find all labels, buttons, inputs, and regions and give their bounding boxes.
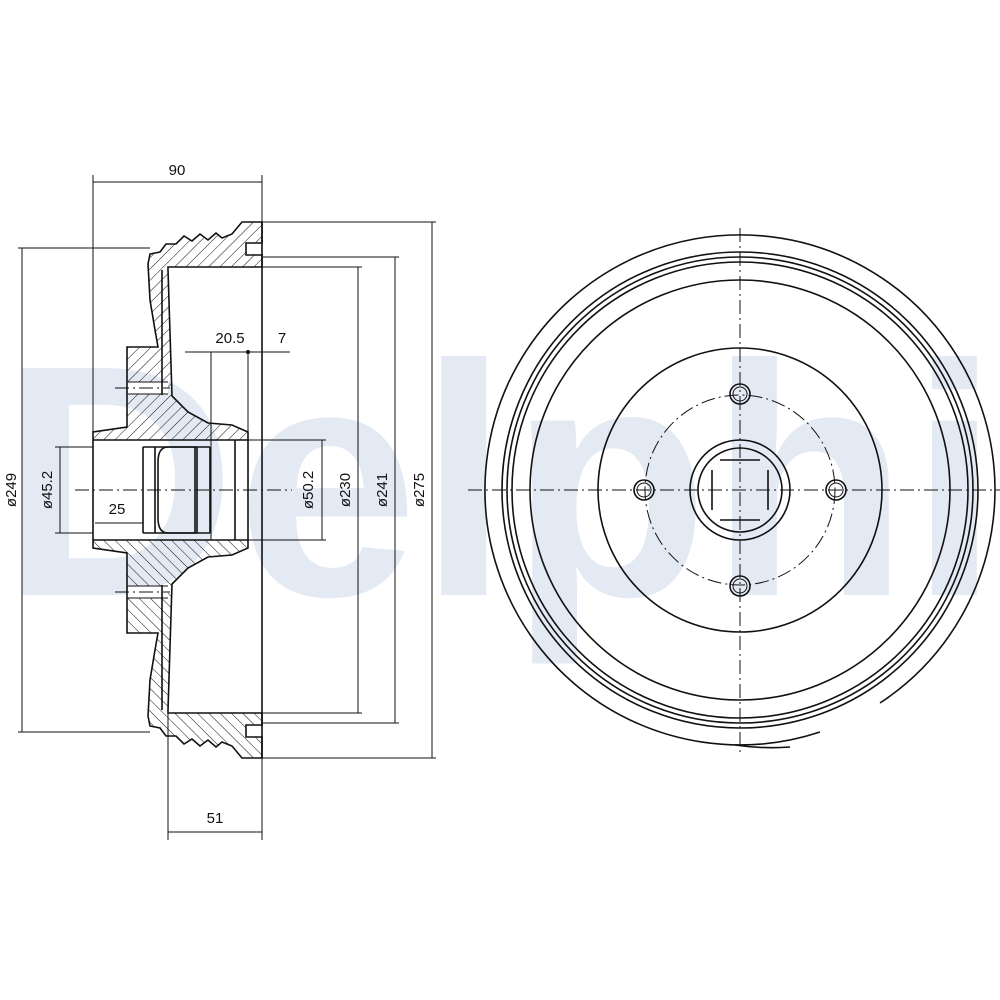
dim-20-5: 20.5 — [215, 330, 244, 347]
outer-rim-circle — [484, 234, 996, 746]
dim-249: ø249 — [3, 473, 20, 507]
dim-90: 90 — [169, 162, 186, 179]
dim-241: ø241 — [374, 473, 391, 507]
section-view — [75, 221, 292, 759]
dim-51: 51 — [207, 810, 224, 827]
section-top-half — [92, 221, 263, 441]
dim-275: ø275 — [411, 473, 428, 507]
dim-230: ø230 — [337, 473, 354, 507]
dim-25: 25 — [109, 501, 126, 518]
dim-45-2: ø45.2 — [39, 471, 56, 509]
dim-50-2: ø50.2 — [300, 471, 317, 509]
front-view — [468, 228, 1000, 755]
dimensions: 90 ø249 ø45.2 25 20.5 7 ø50.2 ø230 ø241 … — [3, 162, 436, 840]
dim-7: 7 — [278, 330, 286, 347]
